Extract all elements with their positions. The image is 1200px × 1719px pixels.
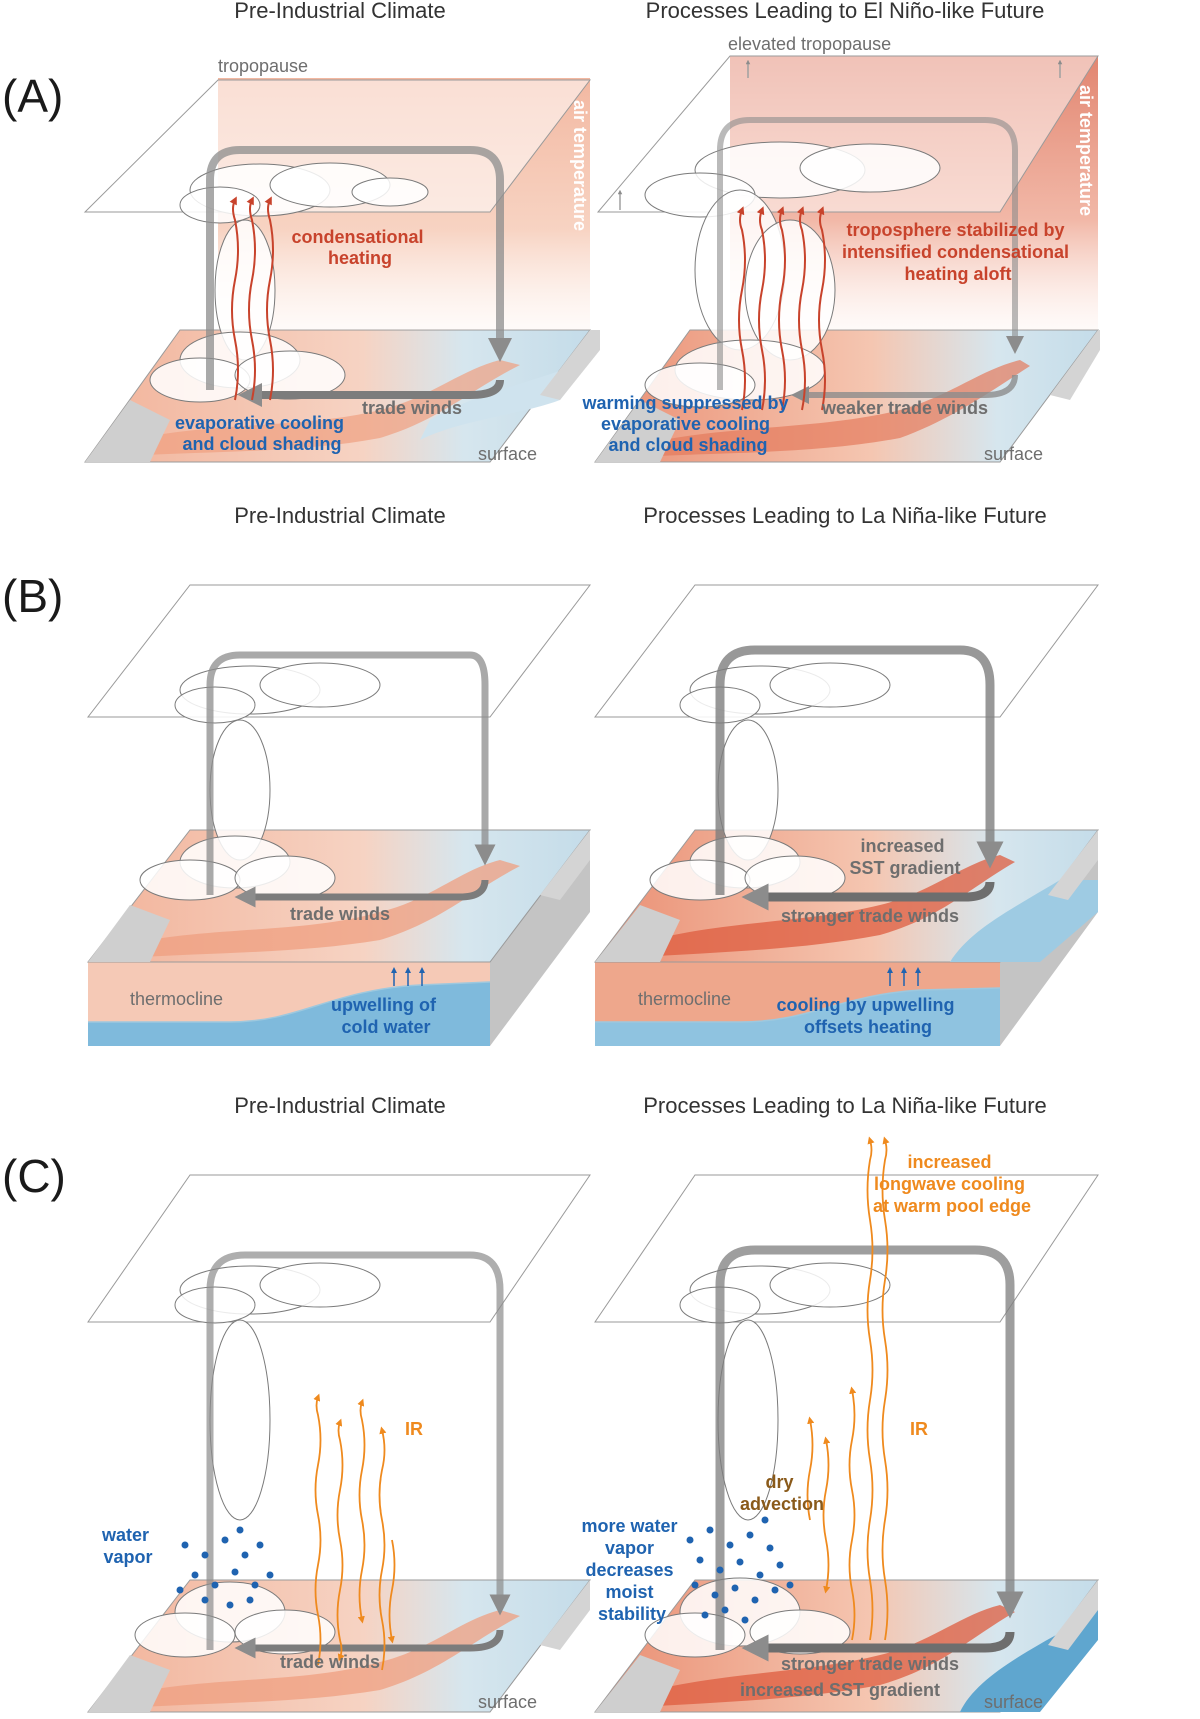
- panel-c: (C) Pre-Industrial Climate: [2, 1093, 1099, 1713]
- thermocline-label: thermocline: [130, 989, 223, 1009]
- land-west: [85, 400, 170, 462]
- surface-label: surface: [478, 444, 537, 464]
- cloud: [139, 662, 381, 901]
- condensational-heating-label: condensational heating: [291, 227, 428, 268]
- thermocline-line: [88, 981, 491, 1023]
- land-west: [88, 905, 170, 962]
- land-west: [595, 905, 680, 962]
- circulation-loop: [206, 146, 512, 390]
- trade-winds-arrow: [234, 1629, 504, 1659]
- surface-label: surface: [984, 1692, 1043, 1712]
- tropopause-label: tropopause: [218, 56, 308, 76]
- air-temperature-label: air temperature: [570, 100, 590, 231]
- panel-b-right-title: Processes Leading to La Niña-like Future: [643, 503, 1047, 528]
- troposphere-stabilized-label: troposphere stabilized by intensified co…: [842, 220, 1074, 284]
- panel-a: (A) Pre-Industrial Climate tropopause ai…: [2, 0, 1100, 464]
- ir-label: IR: [405, 1419, 423, 1439]
- ir-label: IR: [910, 1419, 928, 1439]
- trade-winds-label: trade winds: [290, 904, 390, 924]
- heating-arrows: [736, 206, 826, 411]
- thermocline-label: thermocline: [638, 989, 731, 1009]
- trade-winds-arrow: [238, 379, 504, 407]
- weaker-trade-winds-label: weaker trade winds: [821, 398, 988, 418]
- panel-a-right-title: Processes Leading to El Niño-like Future: [646, 0, 1045, 23]
- air-temperature-label: air temperature: [1076, 85, 1096, 216]
- ir-arrows: [806, 1136, 890, 1641]
- panel-a-left-title: Pre-Industrial Climate: [234, 0, 446, 23]
- cool-sst-patch: [420, 360, 590, 440]
- trade-winds-label: trade winds: [362, 398, 462, 418]
- warm-sst-band: [100, 360, 520, 458]
- cool-sst-patch: [950, 880, 1098, 962]
- panel-b-right: Processes Leading to La Niña-like Future: [593, 503, 1099, 1046]
- trade-winds-arrow: [791, 374, 1018, 404]
- evaporative-cooling-label: evaporative cooling and cloud shading: [175, 413, 349, 454]
- panel-a-left: Pre-Industrial Climate tropopause air te…: [83, 0, 600, 464]
- elevated-tropopause-label: elevated tropopause: [728, 34, 891, 54]
- warm-sst-band: [620, 360, 1030, 458]
- panel-a-letter: (A): [2, 70, 63, 122]
- land-west: [595, 400, 680, 462]
- thermocline-line: [595, 987, 1001, 1023]
- warm-sst-band: [100, 1610, 520, 1710]
- water-vapor-dots: [176, 1526, 274, 1609]
- panel-b: (B) Pre-Industrial Climate: [2, 503, 1099, 1046]
- land-west: [88, 1655, 170, 1712]
- land-east: [540, 330, 600, 400]
- increased-longwave-cooling-label: increased longwave cooling at warm pool …: [873, 1152, 1031, 1216]
- surface-label: surface: [478, 1692, 537, 1712]
- warm-sst-band: [600, 855, 1015, 960]
- upwelling-arrows: [391, 967, 425, 986]
- cooling-by-upwelling-label: cooling by upwelling offsets heating: [776, 995, 959, 1037]
- land-east: [1050, 330, 1100, 400]
- tropopause-rise-arrows: [617, 59, 1063, 210]
- panel-c-right-title: Processes Leading to La Niña-like Future: [643, 1093, 1047, 1118]
- land-east: [540, 1580, 590, 1650]
- panel-a-right: Processes Leading to El Niño-like Future…: [581, 0, 1100, 464]
- dry-advection-label: dry advection: [740, 1472, 824, 1514]
- panel-c-left: Pre-Industrial Climate: [86, 1093, 592, 1713]
- stronger-trade-winds-label: stronger trade winds: [781, 906, 959, 926]
- cloud: [134, 1262, 381, 1658]
- panel-c-left-title: Pre-Industrial Climate: [234, 1093, 446, 1118]
- panel-c-letter: (C): [2, 1150, 66, 1202]
- water-vapor-label: water vapor: [101, 1525, 154, 1567]
- circulation-loop: [206, 1251, 511, 1650]
- surface-label: surface: [984, 444, 1043, 464]
- upwelling-label: upwelling of cold water: [331, 995, 441, 1037]
- panel-b-left: Pre-Industrial Climate trade wind: [86, 503, 592, 1046]
- stronger-trade-winds-label: stronger trade winds: [781, 1654, 959, 1674]
- increased-sst-gradient-label: increased SST gradient: [849, 836, 960, 878]
- upwelling-arrows: [887, 967, 921, 986]
- water-vapor-dots: [686, 1516, 794, 1624]
- warm-sst-band: [100, 860, 520, 960]
- ir-arrows: [313, 1393, 396, 1671]
- land-west: [595, 1655, 680, 1712]
- trade-winds-label: trade winds: [280, 1652, 380, 1672]
- warm-sst-band: [600, 1605, 1015, 1710]
- panel-b-left-title: Pre-Industrial Climate: [234, 503, 446, 528]
- land-east: [540, 830, 590, 900]
- increased-sst-gradient-label: increased SST gradient: [740, 1680, 940, 1700]
- circulation-loop: [715, 645, 1004, 895]
- warming-suppressed-label: warming suppressed by evaporative coolin…: [581, 393, 793, 455]
- trade-winds-arrow: [234, 879, 489, 908]
- trade-winds-arrow: [741, 1631, 1015, 1662]
- cold-water-layer: [595, 988, 1000, 1046]
- panel-b-letter: (B): [2, 570, 63, 622]
- circulation-loop: [717, 117, 1024, 390]
- heating-arrows: [229, 196, 274, 401]
- circulation-loop: [715, 1245, 1024, 1650]
- trade-winds-arrow: [741, 881, 995, 911]
- panel-c-right: Processes Leading to La Niña-like Future: [581, 1093, 1099, 1713]
- land-east: [1048, 1580, 1098, 1650]
- more-water-vapor-label: more water vapor decreases moist stabili…: [581, 1516, 682, 1624]
- land-east: [1048, 830, 1098, 900]
- circulation-loop: [206, 651, 496, 895]
